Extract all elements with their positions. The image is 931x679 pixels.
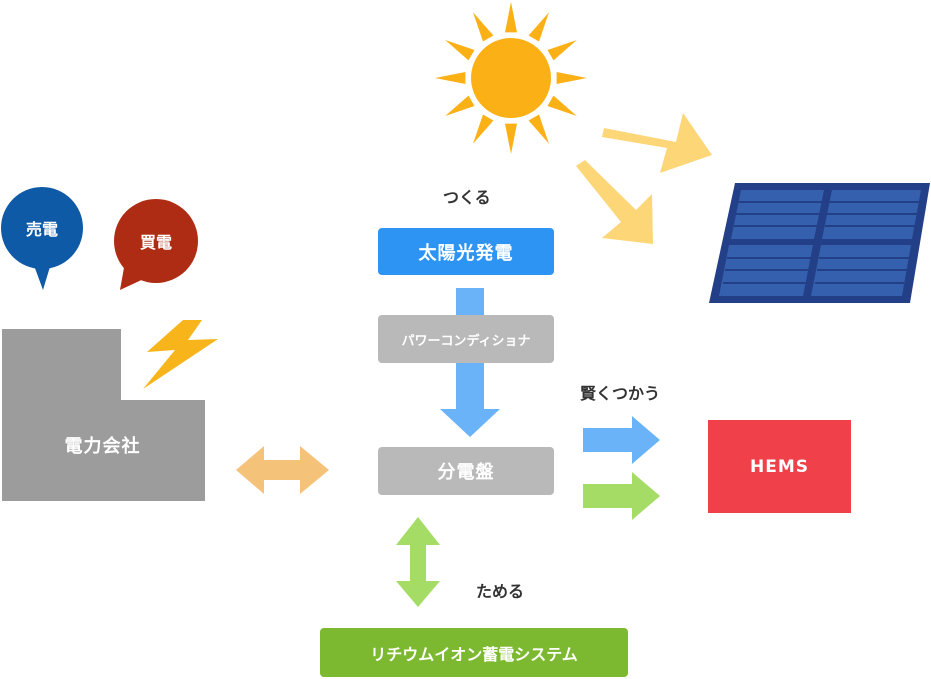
power-company-label: 電力会社 (64, 436, 141, 457)
solar-power-box: 太陽光発電 (378, 228, 554, 275)
hems-box: HEMS (708, 420, 851, 513)
battery-system-box: リチウムイオン蓄電システム (320, 628, 628, 677)
solar-to-panel-arrow (456, 288, 484, 316)
sunlight-arrow-upper (602, 113, 712, 173)
sun-ray (473, 12, 494, 42)
sunlight-arrow-lower (576, 160, 653, 244)
power-conditioner-box: パワーコンディショナ (378, 315, 554, 363)
sun-ray (505, 2, 517, 33)
building-icon (2, 329, 205, 501)
pcs-to-panel-arrow (440, 363, 500, 437)
solar-panel-icon (709, 183, 930, 303)
panel-to-hems-arrow-green (583, 472, 660, 520)
sun-ray (547, 40, 577, 61)
panel-battery-exchange-arrow (396, 517, 440, 607)
sun-ray (473, 114, 494, 144)
lightning-icon (143, 320, 218, 389)
sun-ray (547, 95, 577, 116)
label-use-smart: 賢くつかう (580, 384, 661, 403)
sell-bubble (1, 187, 83, 290)
sun-ray (445, 40, 475, 61)
sun-icon (435, 2, 587, 154)
buy-bubble-label: 買電 (139, 233, 172, 252)
sun-ray (528, 12, 549, 42)
label-create: つくる (443, 188, 491, 207)
sell-bubble-label: 売電 (25, 220, 58, 239)
label-store: ためる (476, 582, 525, 601)
sun-ray (528, 114, 549, 144)
grid-exchange-arrow (236, 446, 329, 494)
sun-ray (445, 95, 475, 116)
panel-to-hems-arrow-blue (583, 416, 660, 464)
distribution-panel-box: 分電盤 (378, 447, 554, 495)
sun-ray (556, 72, 587, 84)
buy-bubble (114, 199, 198, 290)
sun-ray (505, 123, 517, 154)
sun-ray (435, 72, 466, 84)
